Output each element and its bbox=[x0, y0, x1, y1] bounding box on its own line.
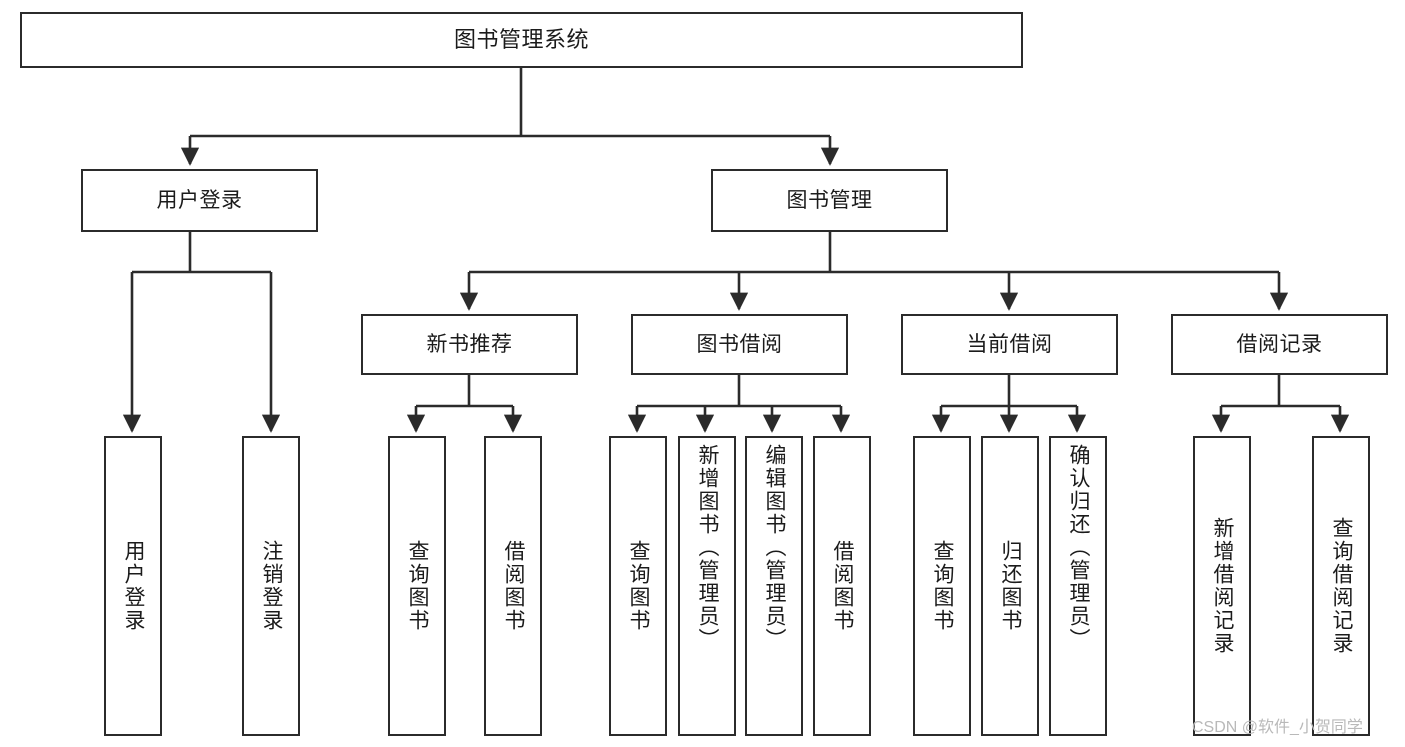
node-leaf-query-record[interactable]: 查询借阅记录 bbox=[1312, 436, 1370, 736]
node-leaf-edit-book-label: 编辑图书（管理员） bbox=[763, 444, 787, 651]
node-user-login[interactable]: 用户登录 bbox=[81, 169, 318, 232]
node-leaf-user-login-label: 用户登录 bbox=[122, 540, 146, 632]
node-leaf-query-book-1-label: 查询图书 bbox=[406, 540, 430, 632]
node-current-borrow[interactable]: 当前借阅 bbox=[901, 314, 1118, 375]
node-book-borrow-label: 图书借阅 bbox=[696, 332, 783, 356]
node-leaf-borrow-book-2-label: 借阅图书 bbox=[831, 540, 855, 632]
node-borrow-record[interactable]: 借阅记录 bbox=[1171, 314, 1388, 375]
node-leaf-borrow-book-1-label: 借阅图书 bbox=[502, 540, 526, 632]
node-leaf-user-logout-label: 注销登录 bbox=[260, 540, 284, 632]
node-book-manage[interactable]: 图书管理 bbox=[711, 169, 948, 232]
node-leaf-return-book-label: 归还图书 bbox=[999, 540, 1023, 632]
node-leaf-query-book-1[interactable]: 查询图书 bbox=[388, 436, 446, 736]
node-new-book-recommend-label: 新书推荐 bbox=[426, 332, 513, 356]
node-leaf-add-record-label: 新增借阅记录 bbox=[1211, 517, 1235, 655]
node-leaf-edit-book[interactable]: 编辑图书（管理员） bbox=[745, 436, 803, 736]
node-leaf-add-record[interactable]: 新增借阅记录 bbox=[1193, 436, 1251, 736]
node-leaf-add-book[interactable]: 新增图书（管理员） bbox=[678, 436, 736, 736]
node-root-label: 图书管理系统 bbox=[453, 26, 589, 52]
node-book-borrow[interactable]: 图书借阅 bbox=[631, 314, 848, 375]
node-leaf-query-book-3-label: 查询图书 bbox=[931, 540, 955, 632]
node-borrow-record-label: 借阅记录 bbox=[1236, 332, 1323, 356]
node-leaf-add-book-label: 新增图书（管理员） bbox=[696, 444, 720, 651]
node-leaf-query-record-label: 查询借阅记录 bbox=[1330, 517, 1354, 655]
node-leaf-query-book-2[interactable]: 查询图书 bbox=[609, 436, 667, 736]
node-current-borrow-label: 当前借阅 bbox=[966, 332, 1053, 356]
node-leaf-query-book-2-label: 查询图书 bbox=[627, 540, 651, 632]
node-user-login-label: 用户登录 bbox=[156, 188, 243, 212]
node-leaf-return-book[interactable]: 归还图书 bbox=[981, 436, 1039, 736]
node-leaf-borrow-book-2[interactable]: 借阅图书 bbox=[813, 436, 871, 736]
node-new-book-recommend[interactable]: 新书推荐 bbox=[361, 314, 578, 375]
node-leaf-confirm-return-label: 确认归还（管理员） bbox=[1067, 444, 1091, 651]
node-leaf-query-book-3[interactable]: 查询图书 bbox=[913, 436, 971, 736]
node-leaf-user-logout[interactable]: 注销登录 bbox=[242, 436, 300, 736]
node-root[interactable]: 图书管理系统 bbox=[20, 12, 1023, 68]
node-leaf-user-login[interactable]: 用户登录 bbox=[104, 436, 162, 736]
node-leaf-borrow-book-1[interactable]: 借阅图书 bbox=[484, 436, 542, 736]
node-book-manage-label: 图书管理 bbox=[786, 188, 873, 212]
node-leaf-confirm-return[interactable]: 确认归还（管理员） bbox=[1049, 436, 1107, 736]
